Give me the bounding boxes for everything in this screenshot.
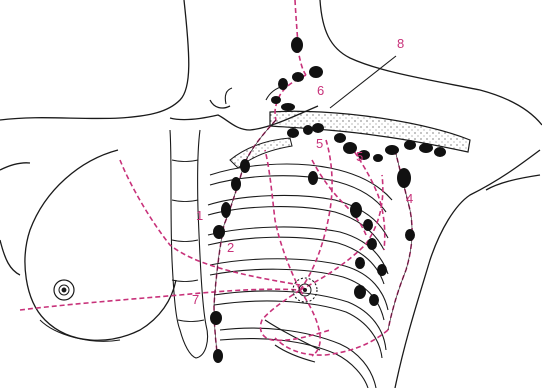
- node: [363, 219, 373, 231]
- node: [292, 72, 304, 82]
- sternum: [170, 130, 208, 358]
- node: [210, 311, 222, 325]
- node: [404, 140, 416, 150]
- node: [312, 123, 324, 133]
- node: [271, 96, 281, 104]
- clavicle: [270, 111, 470, 152]
- node: [355, 257, 365, 269]
- node: [405, 229, 415, 241]
- node: [308, 171, 318, 185]
- node: [343, 142, 357, 154]
- label-8: 8: [397, 36, 404, 51]
- ribs: [208, 164, 392, 388]
- node: [367, 238, 377, 250]
- node: [397, 168, 411, 188]
- node: [213, 225, 225, 239]
- node: [221, 202, 231, 218]
- node: [334, 133, 346, 143]
- node: [291, 37, 303, 53]
- label-5-upper: 5: [316, 136, 323, 151]
- node: [287, 128, 299, 138]
- label-6: 6: [317, 83, 324, 98]
- node: [213, 349, 223, 363]
- node: [385, 145, 399, 155]
- label-2: 2: [227, 240, 234, 255]
- node: [377, 264, 387, 276]
- lymph-vessels: [20, 0, 412, 360]
- node: [369, 294, 379, 306]
- label-7: 7: [192, 292, 199, 307]
- label-4: 4: [406, 191, 413, 206]
- node: [434, 147, 446, 157]
- node: [303, 125, 313, 135]
- node: [373, 154, 383, 162]
- node: [419, 143, 433, 153]
- breast: [25, 150, 176, 341]
- node: [309, 66, 323, 78]
- label-1: 1: [196, 208, 203, 223]
- node: [278, 78, 288, 90]
- node: [354, 285, 366, 299]
- node: [231, 177, 241, 191]
- node: [240, 159, 250, 173]
- node: [281, 103, 295, 111]
- label-5-lower: 5: [356, 149, 363, 164]
- node: [350, 202, 362, 218]
